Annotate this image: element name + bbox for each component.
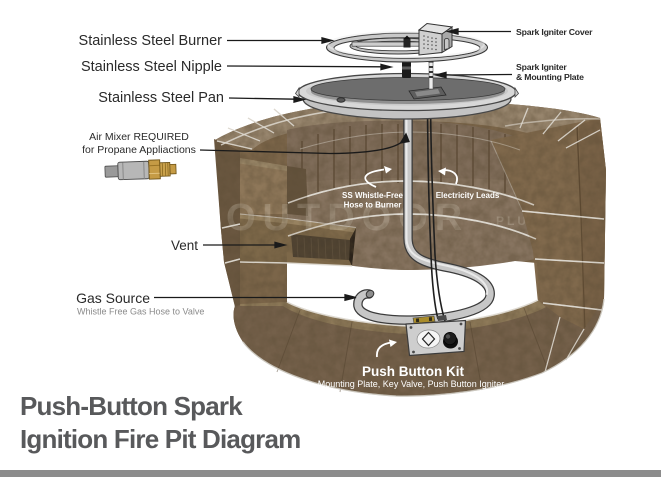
svg-text:Hose to Burner: Hose to Burner: [344, 201, 402, 210]
svg-text:Ignition Fire Pit Diagram: Ignition Fire Pit Diagram: [20, 424, 300, 454]
svg-text:Mounting Plate, Key Valve, Pus: Mounting Plate, Key Valve, Push Button I…: [318, 379, 504, 389]
svg-text:Stainless Steel Pan: Stainless Steel Pan: [98, 90, 224, 106]
svg-text:Air Mixer REQUIRED: Air Mixer REQUIRED: [89, 131, 189, 143]
svg-text:Gas Source: Gas Source: [76, 290, 150, 306]
svg-text:Whistle Free Gas Hose to Valve: Whistle Free Gas Hose to Valve: [77, 307, 204, 317]
svg-text:Stainless Steel Burner: Stainless Steel Burner: [79, 33, 223, 49]
svg-text:for Propane Appliactions: for Propane Appliactions: [82, 144, 196, 156]
svg-text:Spark Igniter Cover: Spark Igniter Cover: [516, 27, 593, 37]
svg-text:Vent: Vent: [171, 238, 198, 253]
svg-text:Push Button Kit: Push Button Kit: [362, 364, 464, 379]
svg-text:Stainless Steel Nipple: Stainless Steel Nipple: [81, 59, 222, 75]
svg-text:Push-Button Spark: Push-Button Spark: [20, 391, 243, 421]
svg-text:& Mounting Plate: & Mounting Plate: [516, 72, 584, 82]
svg-text:Spark Igniter: Spark Igniter: [516, 62, 567, 72]
svg-text:SS Whistle-Free: SS Whistle-Free: [342, 191, 403, 200]
svg-text:Electricity Leads: Electricity Leads: [436, 191, 500, 200]
